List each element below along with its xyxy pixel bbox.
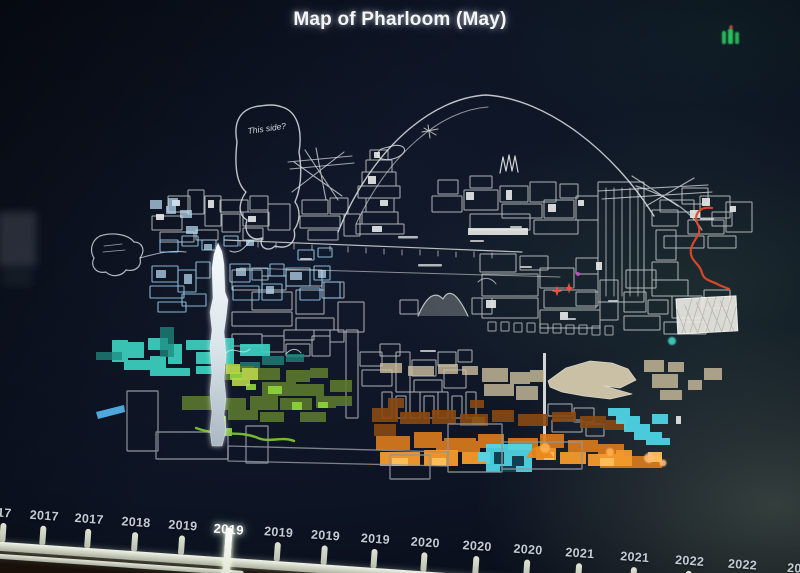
timeline-entry-10-2020: 2020 [462, 537, 492, 573]
tiny-map-label-dashes [300, 218, 714, 352]
timeline-tick [0, 522, 7, 543]
sketch-crosshatch-a [291, 147, 345, 201]
timeline-entry-13-2021: 2021 [620, 548, 650, 573]
gray-outline-placeholder-boxes [126, 390, 583, 480]
sketch-note-blob [235, 104, 302, 250]
glow-dot [668, 337, 676, 345]
timeline-year-label: 2022 [727, 556, 758, 573]
glow-dot [576, 272, 580, 276]
glow-dot [540, 443, 550, 453]
bird-squiggle [477, 277, 497, 285]
mound-structure [417, 292, 469, 317]
timeline-tick [629, 566, 638, 573]
timeline-year-label: 2020 [513, 541, 544, 558]
red-scribble [689, 206, 731, 291]
timeline-year-label: 2020 [410, 534, 441, 551]
timeline-entry-15-2022: 2022 [728, 556, 758, 573]
sketch-loop [377, 144, 406, 161]
timeline-year-label: 2020 [462, 538, 493, 555]
timeline-tick [320, 545, 328, 565]
timeline-year-label: 2021 [619, 549, 650, 566]
timeline-year-label: 2017 [29, 507, 60, 524]
timeline-entry-12-2021: 2021 [565, 544, 595, 573]
platform-line [223, 239, 523, 253]
dragonfly-glyph [421, 124, 439, 139]
blue-water-streak [96, 405, 125, 419]
timeline-year-label: 2019 [360, 530, 391, 547]
sketch-left-blob-scribble [102, 243, 126, 253]
organ-pipe-lines [605, 187, 639, 297]
timeline-entry-14-2022: 2022 [675, 552, 705, 573]
timeline-year-label: 2022 [674, 552, 705, 569]
sketch-crosshatch-b [597, 175, 713, 207]
timeline-tick [472, 555, 480, 573]
timeline-year-label: 2019 [167, 517, 198, 534]
room-reflection-blur [0, 212, 36, 286]
timeline-entry-9-2020: 2020 [410, 533, 440, 573]
glow-dot [644, 453, 654, 463]
squiggle-waves [225, 348, 302, 355]
timeline-tick [370, 548, 378, 569]
olive-green-rooms [182, 366, 352, 422]
led-reflection [722, 25, 739, 44]
timeline-tick [39, 525, 47, 545]
teeth-row-rooms [487, 321, 614, 336]
timeline-year-label: 17 [0, 505, 13, 521]
timeline-tick [177, 535, 186, 555]
timeline-year-label: 20 [786, 560, 800, 573]
timeline-year-label: 2019 [263, 524, 294, 541]
long-bar-outline [227, 445, 449, 467]
timeline-tick [574, 563, 583, 573]
page-title: Map of Pharloom (May) [293, 9, 507, 30]
spire-tower [209, 242, 229, 447]
timeline-year-label: 2017 [74, 510, 105, 527]
orange-mound [526, 446, 554, 458]
timeline-tick [420, 552, 428, 572]
timeline-tick [523, 559, 531, 573]
sketch-double-lines [287, 155, 355, 170]
sketch-left-blob [90, 233, 144, 277]
timeline-entry-16-20: 20 [787, 559, 800, 573]
timeline-year-label: 2019 [310, 527, 341, 544]
timeline-entry-5-2019: 2019 [213, 520, 244, 573]
glow-dot [659, 459, 667, 467]
grid-room [675, 295, 739, 335]
crown-spikes [499, 154, 519, 174]
red-star-marks [551, 282, 575, 297]
timeline-entry-8-2019: 2019 [360, 530, 390, 573]
timeline-entry-11-2020: 2020 [513, 541, 543, 573]
timeline-year-label: 2021 [564, 545, 595, 562]
timeline-tick [130, 531, 139, 552]
timeline-tick [273, 541, 281, 562]
pale-blue-filled-bits [150, 198, 326, 294]
timeline-tick [84, 528, 92, 549]
tan-wing-shape [547, 360, 637, 400]
timeline-year-label: 2018 [121, 514, 151, 531]
sketch-dome-arc-inner [355, 106, 489, 225]
orange-dim-rooms [372, 398, 626, 436]
sketch-note-text: This side? [247, 121, 287, 136]
sketch-dome-arc-main [337, 94, 655, 233]
glow-dot [606, 448, 614, 456]
tan-rooms [380, 360, 722, 400]
pale-blue-outline-rooms [149, 235, 341, 313]
